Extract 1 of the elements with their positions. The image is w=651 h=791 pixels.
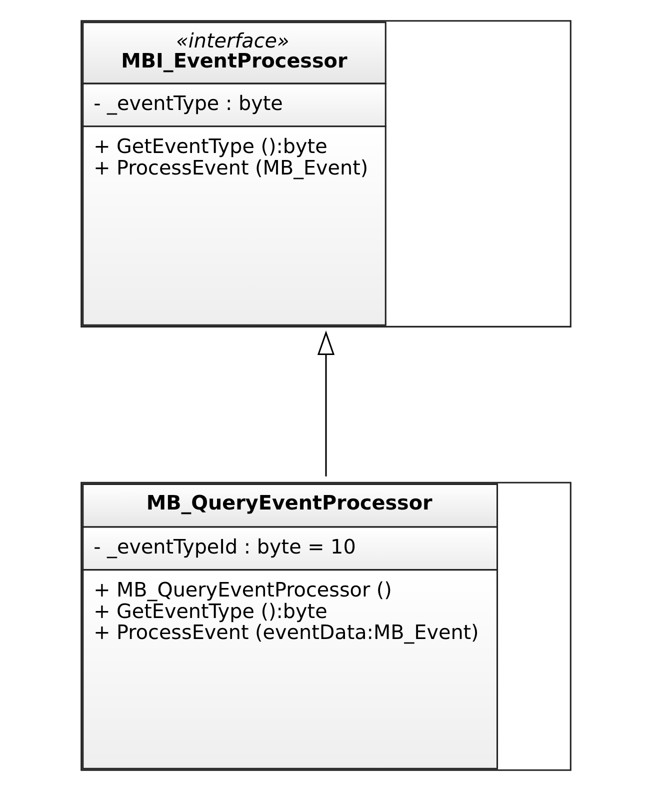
arrow xyxy=(316,330,334,476)
